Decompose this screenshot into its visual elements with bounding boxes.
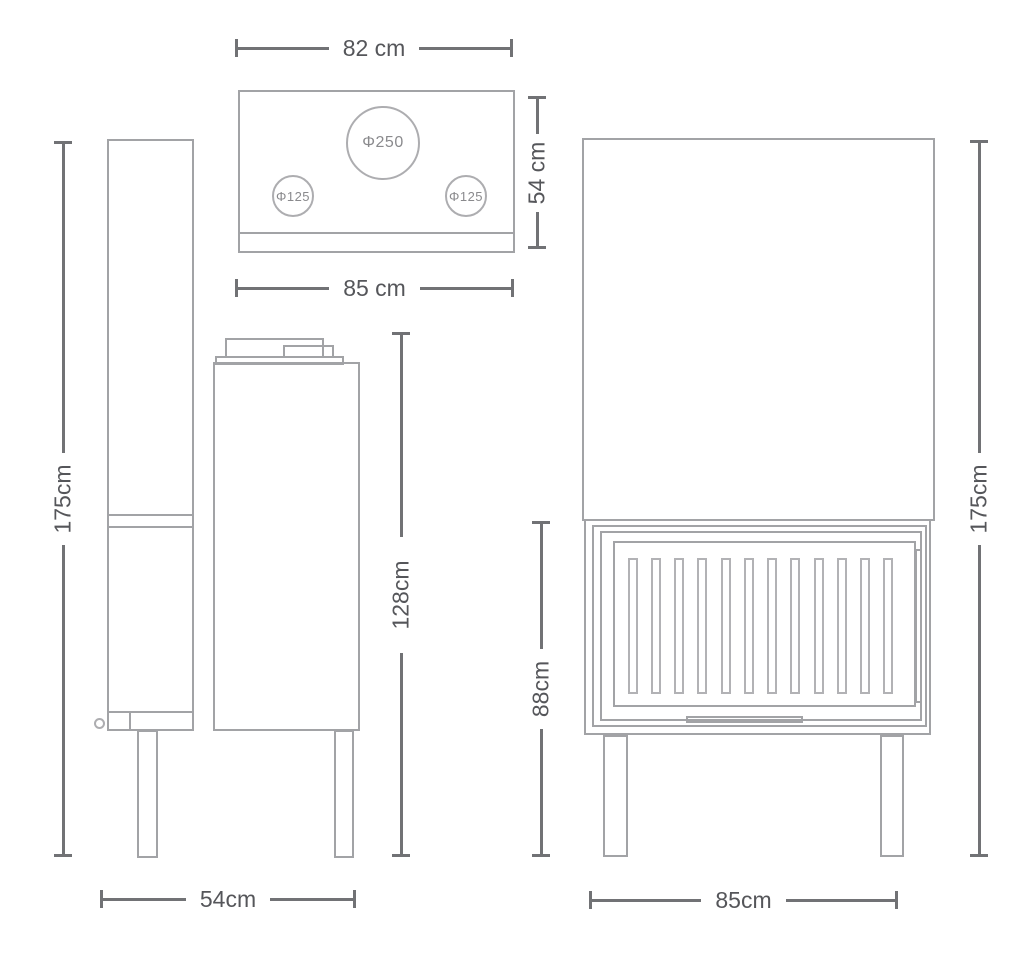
front-leg-right xyxy=(880,735,904,857)
dim-tick xyxy=(235,279,238,297)
side-leg-rear xyxy=(334,730,354,858)
dim-line xyxy=(535,99,539,134)
dim-label-175cm-left: 175cm xyxy=(49,464,76,534)
grille-slat xyxy=(883,558,893,694)
dim-side-depth: 54cm xyxy=(100,885,356,912)
dim-line xyxy=(785,898,895,902)
dim-tick xyxy=(528,96,546,99)
door-hinge-strip xyxy=(915,549,922,703)
dim-tick xyxy=(54,854,72,857)
dim-line xyxy=(977,544,981,854)
dim-tick xyxy=(392,854,410,857)
dim-tick xyxy=(528,246,546,249)
dim-side-body-height: 128cm xyxy=(387,332,414,857)
grille-slat xyxy=(767,558,777,694)
side-collar-step-small xyxy=(283,345,334,358)
dim-side-total-height: 175cm xyxy=(49,141,76,857)
side-column-divider-line xyxy=(108,526,193,528)
dim-label-54cm-depth: 54 cm xyxy=(523,141,550,204)
flue-circle: Φ250 xyxy=(346,106,420,180)
dim-tick xyxy=(970,854,988,857)
dim-line xyxy=(399,335,403,537)
vent-left-diameter-label: Φ125 xyxy=(275,188,311,204)
flue-diameter-label: Φ250 xyxy=(362,134,404,151)
dim-line xyxy=(539,729,543,854)
dim-label-85cm-top: 85 cm xyxy=(343,274,406,301)
grille-slat xyxy=(837,558,847,694)
grille-slat xyxy=(628,558,638,694)
dim-tick xyxy=(895,891,898,909)
dim-line xyxy=(977,143,981,453)
dim-front-firebox-height: 88cm xyxy=(527,521,554,857)
door-handle-bar xyxy=(686,716,803,723)
dim-tick xyxy=(532,854,550,857)
dim-line xyxy=(535,211,539,246)
dim-tick xyxy=(510,39,514,57)
side-door-handle-knob xyxy=(94,718,105,729)
grille-slat xyxy=(674,558,684,694)
dim-tick xyxy=(353,890,356,908)
dim-tick xyxy=(970,140,988,143)
grille-slat xyxy=(721,558,731,694)
vent-circle-left: Φ125 xyxy=(272,175,314,217)
grille-slat xyxy=(790,558,800,694)
dim-label-54cm-bottom: 54cm xyxy=(199,885,257,912)
dim-line xyxy=(61,144,65,453)
side-body xyxy=(213,362,360,731)
dim-line xyxy=(238,286,330,290)
side-ashpan-divider-line xyxy=(129,711,131,730)
dim-label-128cm: 128cm xyxy=(387,559,414,630)
dim-front-total-height: 175cm xyxy=(965,140,992,857)
firebox-middle-frame xyxy=(592,525,927,727)
dim-tick xyxy=(589,891,592,909)
dim-top-bottom-width: 85 cm xyxy=(235,274,515,301)
dim-tick xyxy=(235,39,238,57)
dim-line xyxy=(103,897,186,901)
firebox-outer-frame xyxy=(584,519,931,735)
top-view-front-edge-line xyxy=(239,232,514,234)
side-column-divider-line xyxy=(108,514,193,516)
front-hood xyxy=(582,138,935,521)
dim-label-85cm-bottom: 85cm xyxy=(715,886,772,913)
dim-tick xyxy=(54,141,72,144)
dim-front-width: 85cm xyxy=(589,886,898,913)
dim-line xyxy=(61,545,65,854)
dim-tick xyxy=(532,521,550,524)
front-leg-left xyxy=(603,735,628,857)
dim-line xyxy=(238,46,329,50)
side-leg-front xyxy=(137,730,158,858)
dim-label-88cm: 88cm xyxy=(527,660,554,718)
dim-line xyxy=(592,898,702,902)
vent-circle-right: Φ125 xyxy=(445,175,487,217)
side-ashpan-top-line xyxy=(108,711,193,713)
grille-slat xyxy=(651,558,661,694)
grille-slat xyxy=(697,558,707,694)
dim-tick xyxy=(100,890,103,908)
side-collar-step-large xyxy=(225,338,324,358)
side-back-column xyxy=(107,139,194,731)
grille-slat xyxy=(860,558,870,694)
grille-slat xyxy=(744,558,754,694)
dim-line xyxy=(270,897,353,901)
dim-label-82cm: 82 cm xyxy=(342,34,406,61)
grille-slat xyxy=(814,558,824,694)
dim-line xyxy=(539,524,543,649)
dim-tick xyxy=(511,279,515,297)
dim-line xyxy=(419,46,511,50)
dim-tick xyxy=(392,332,410,335)
dim-line xyxy=(399,652,403,854)
dim-label-175cm-right: 175cm xyxy=(965,463,992,534)
vent-right-diameter-label: Φ125 xyxy=(448,188,484,204)
dim-line xyxy=(419,286,512,290)
dim-top-width: 82 cm xyxy=(235,34,514,61)
dim-top-depth: 54 cm xyxy=(523,96,550,249)
